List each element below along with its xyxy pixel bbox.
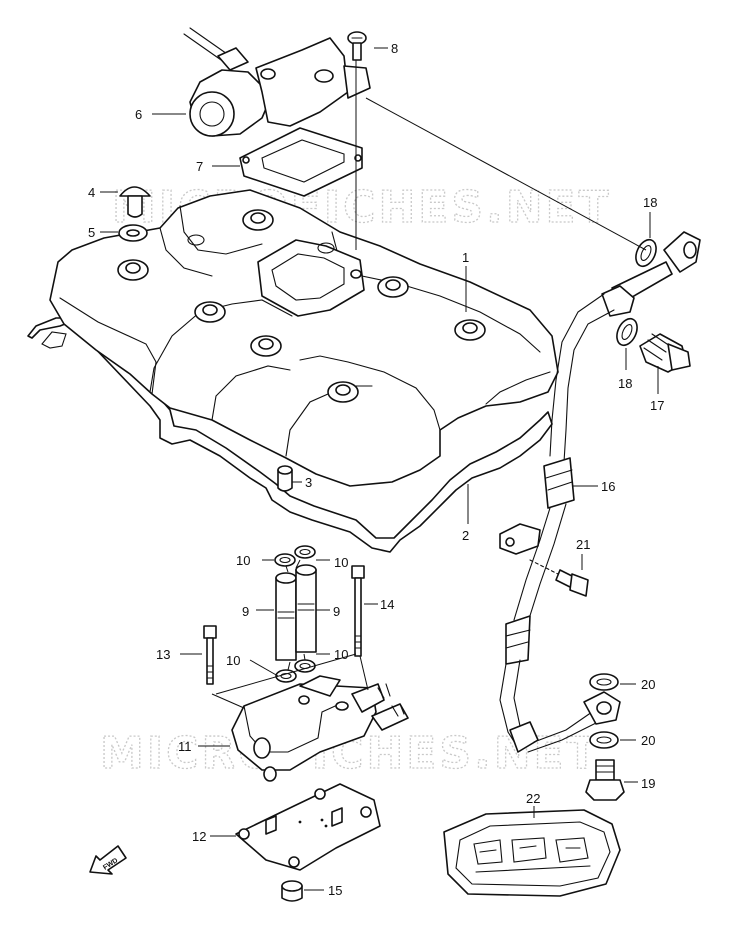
callout-10-upper-left: 10 (236, 553, 250, 568)
callout-9-right: 9 (333, 604, 340, 619)
solenoid-valve-gasket (239, 127, 363, 197)
callout-11: 11 (178, 739, 192, 754)
caution-label (443, 809, 621, 897)
cover-cap-nut (119, 186, 151, 218)
oil-pipe-right (295, 564, 317, 653)
callout-22: 22 (526, 791, 540, 806)
callout-1: 1 (462, 250, 469, 265)
callout-21: 21 (576, 537, 590, 552)
callout-6: 6 (135, 107, 142, 122)
cover-washer (118, 224, 148, 242)
hose-clamp-bolt (529, 559, 589, 597)
callout-10-lower-left: 10 (226, 653, 240, 668)
callout-3: 3 (305, 475, 312, 490)
oil-hose-gasket-lower (616, 317, 638, 347)
forward-direction-arrow-icon: FWD (89, 845, 127, 875)
oil-pump-assembly (231, 675, 409, 782)
callout-15: 15 (328, 883, 342, 898)
o-ring-upper-left (274, 553, 296, 567)
callout-2: 2 (462, 528, 469, 543)
callout-19: 19 (641, 776, 655, 791)
callout-9-left: 9 (242, 604, 249, 619)
callout-16: 16 (601, 479, 615, 494)
cylinder-head-oil-hose (499, 231, 701, 753)
callout-5: 5 (88, 225, 95, 240)
callout-10-lower-right: 10 (334, 647, 348, 662)
oil-pipe-left (275, 572, 297, 661)
callout-20-lower: 20 (641, 733, 655, 748)
callout-10-upper-right: 10 (334, 555, 348, 570)
oil-pump-mount-bolt-long (203, 625, 217, 685)
lower-hose-gasket-1 (589, 673, 619, 691)
callout-13: 13 (156, 647, 170, 662)
oil-pump-mount-bolt-short (351, 565, 365, 657)
pair-solenoid-valve (183, 27, 371, 137)
leader-lines (100, 47, 659, 891)
callout-20-upper: 20 (641, 677, 655, 692)
oil-hose-gasket-upper (635, 238, 657, 268)
alignment-lines (211, 60, 647, 709)
cylinder-head-cover-gasket (27, 317, 553, 553)
oil-pump-dowel (281, 880, 303, 902)
callout-17: 17 (650, 398, 664, 413)
callout-18-upper: 18 (643, 195, 657, 210)
oil-hose-union-bolt (639, 333, 691, 373)
callout-18-lower: 18 (618, 376, 632, 391)
dowel-pin (277, 465, 293, 492)
callout-8: 8 (391, 41, 398, 56)
solenoid-valve-screw (347, 31, 367, 61)
callout-4: 4 (88, 185, 95, 200)
callout-7: 7 (196, 159, 203, 174)
cylinder-head-cover (49, 189, 559, 487)
oil-pump-gasket (235, 783, 381, 871)
lower-union-bolt (585, 759, 625, 801)
callout-14: 14 (380, 597, 394, 612)
callout-12: 12 (192, 829, 206, 844)
o-ring-upper-right (294, 545, 316, 559)
lower-hose-gasket-2 (589, 731, 619, 749)
callout-labels: 8 6 7 4 5 1 18 18 17 2 3 16 21 10 10 9 9… (88, 41, 664, 898)
